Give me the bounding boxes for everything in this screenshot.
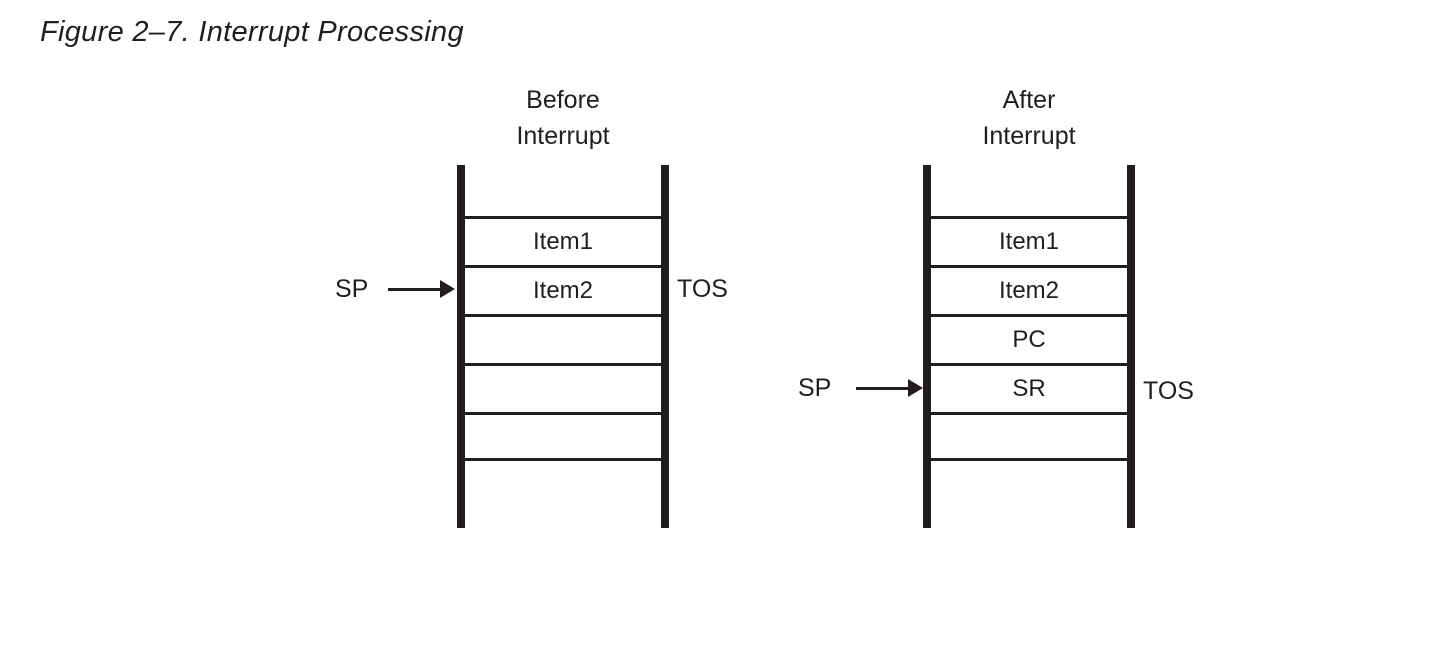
stack-row-label: Item2 [532, 277, 594, 304]
stack-row [465, 314, 661, 363]
tos-label-before: TOS [677, 275, 728, 303]
sp-pointer-before: SP [335, 274, 455, 304]
right-arrow-icon [388, 280, 455, 298]
stack-open-top [465, 165, 661, 216]
sp-pointer-after: SP [798, 373, 923, 403]
stack-row: Item2 [465, 265, 661, 314]
stack-row-label: Item1 [998, 228, 1060, 255]
figure-title: Figure 2–7. Interrupt Processing [40, 16, 464, 48]
sp-label: SP [335, 274, 369, 303]
stack-row-label: Item1 [532, 228, 594, 255]
stack-row [465, 412, 661, 461]
stack-before-interrupt: Item1 Item2 [457, 165, 669, 528]
stack-row-label: SR [1012, 375, 1046, 402]
header-line-2: Interrupt [516, 122, 610, 150]
stack-rows: Item1 Item2 [465, 165, 661, 461]
header-line-1: Before [526, 86, 600, 114]
stack-row [465, 363, 661, 412]
stack-row-label: Item2 [998, 277, 1060, 304]
stack-row: Item1 [465, 216, 661, 265]
stack-open-top [931, 165, 1127, 216]
stack-row: SR [931, 363, 1127, 412]
stack-row: PC [931, 314, 1127, 363]
right-arrow-icon [856, 379, 923, 397]
header-line-1: After [1002, 86, 1056, 114]
header-line-2: Interrupt [982, 122, 1076, 150]
stack-row-label: PC [1012, 326, 1046, 353]
stack-row [931, 412, 1127, 461]
before-stack-header: Before Interrupt [457, 82, 669, 154]
after-stack-header: After Interrupt [923, 82, 1135, 154]
stack-row: Item2 [931, 265, 1127, 314]
stack-row: Item1 [931, 216, 1127, 265]
stack-after-interrupt: Item1 Item2 PC SR [923, 165, 1135, 528]
stack-rows: Item1 Item2 PC SR [931, 165, 1127, 461]
tos-label-after: TOS [1143, 377, 1194, 405]
sp-label: SP [798, 373, 832, 402]
